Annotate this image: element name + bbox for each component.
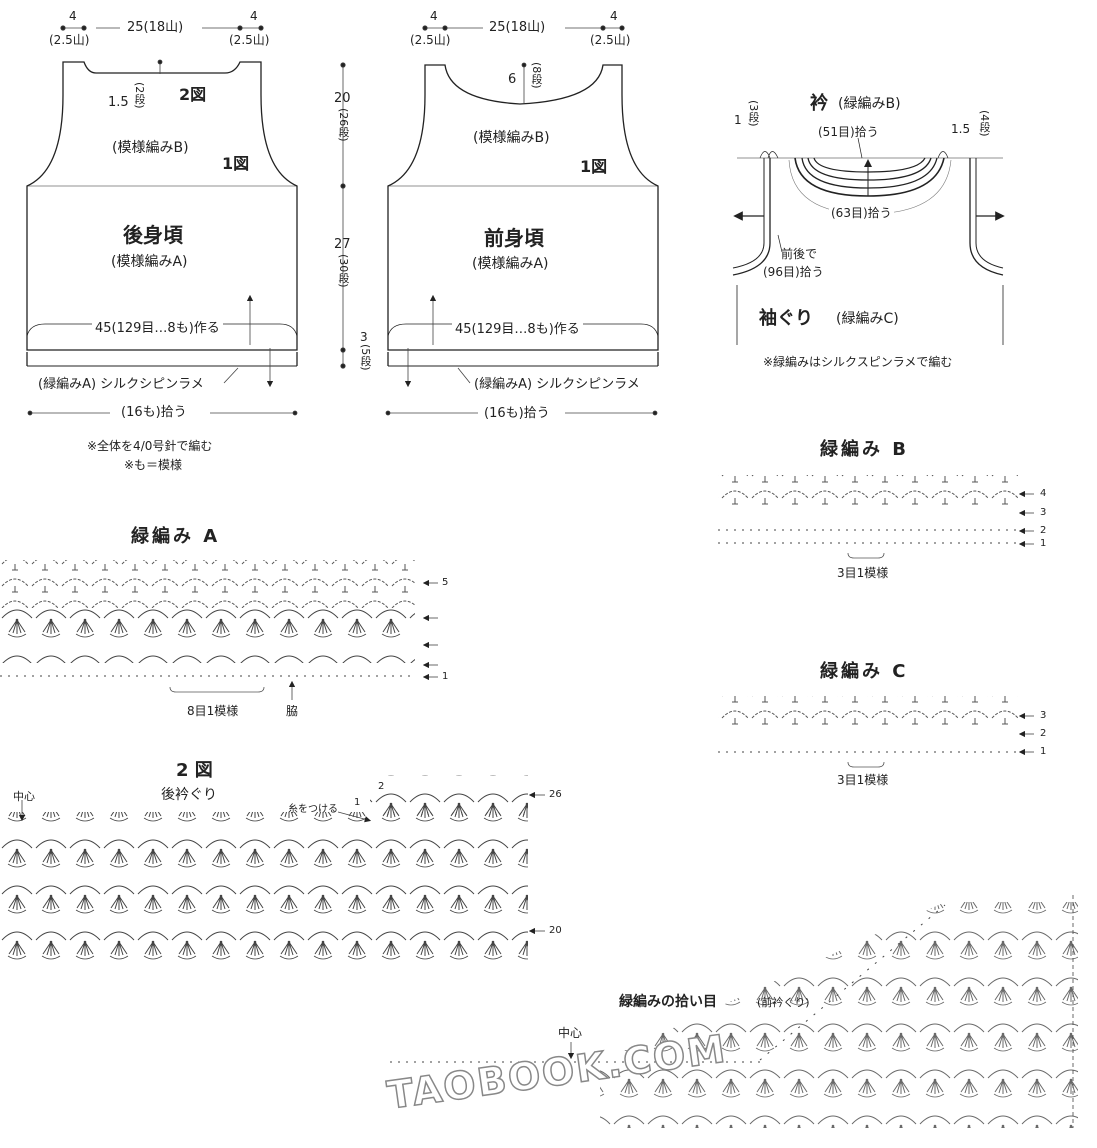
edging-b-row-1: 1 <box>1040 538 1047 549</box>
armhole-title-sub: (緑編みC) <box>836 311 899 327</box>
front-fig1-reference: 1図 <box>580 157 608 176</box>
fig2-reference: 2図 <box>179 85 207 104</box>
side-dim-bottom: 3 <box>360 330 368 344</box>
back-dimension-lines <box>27 25 298 416</box>
pickup-title: 緑編みの拾い目 <box>619 994 717 1010</box>
collar-title-sub: (緑編みB) <box>838 96 901 112</box>
front-dim-right: 4 <box>610 9 618 23</box>
edging-c-row-1: 1 <box>1040 746 1047 757</box>
front-bodice-outline <box>387 64 659 367</box>
edging-c-title: 緑編み C <box>820 661 909 682</box>
collar-right-dim: 1.5 <box>951 122 971 136</box>
back-bodice-title: 後身頃 <box>123 223 183 247</box>
back-dim-left: 4 <box>69 9 77 23</box>
edging-c-chart <box>718 696 1034 768</box>
note-needle: ※全体を4/0号針で編む <box>87 439 213 453</box>
back-neck-rows: (2段) <box>133 82 146 109</box>
back-dim-left-sub: (2.5山) <box>49 33 90 47</box>
fig2-mark-1: 1 <box>354 797 361 808</box>
back-fig1-reference: 1図 <box>222 154 250 173</box>
front-dim-left-sub: (2.5山) <box>410 33 451 47</box>
back-neck-drop: 1.5 <box>108 95 129 110</box>
back-edging: (緑編みA) シルクシピンラメ <box>38 377 204 392</box>
collar-schematic <box>732 137 1005 345</box>
side-dim-upper-rows: (26段) <box>337 108 350 142</box>
collar-inner-pick: (51目)拾う <box>818 125 879 139</box>
armhole-title: 袖ぐり <box>759 308 813 329</box>
front-neck-rows: (8段) <box>530 62 543 89</box>
back-cast-on: 45(129目…8も)作る <box>92 322 223 335</box>
side-dim-bottom-rows: (5段) <box>359 344 372 371</box>
front-neck-drop: 6 <box>508 72 517 87</box>
fig2-row-20: 20 <box>549 925 562 936</box>
fig2-mark-2: 2 <box>378 781 385 792</box>
collar-right-rows: (4段) <box>978 110 991 137</box>
edging-a-repeat: 8目1模様 <box>187 704 239 718</box>
edging-a-row-1: 1 <box>442 671 449 682</box>
side-dimension-line <box>340 62 346 369</box>
armhole-note-2: (96目)拾う <box>763 265 824 279</box>
front-pickup: (16も)拾う <box>484 406 550 421</box>
front-bodice-title: 前身頃 <box>484 226 544 250</box>
collar-title: 衿 <box>810 93 828 114</box>
fig2-title: 2 図 <box>176 760 213 781</box>
edging-a-side-mark: 脇 <box>286 704 299 718</box>
collar-yarn-note: ※緑編みはシルクスピンラメで編む <box>763 355 953 369</box>
armhole-note-1: 前後で <box>781 247 818 261</box>
side-dim-middle-rows: (30段) <box>337 254 350 288</box>
back-dim-middle: 25(18山) <box>127 20 184 35</box>
collar-left-rows: (3段) <box>747 100 760 127</box>
front-pattern-b: (模様編みB) <box>473 130 550 146</box>
back-pickup: (16も)拾う <box>121 405 187 420</box>
fig2-subtitle: 後衿ぐり <box>161 787 217 803</box>
front-dim-middle: 25(18山) <box>489 20 546 35</box>
back-pattern-b: (模様編みB) <box>112 140 189 156</box>
edging-b-title: 緑編み B <box>820 439 909 460</box>
front-edging: (緑編みA) シルクシピンラメ <box>474 377 640 392</box>
edging-a-chart <box>0 560 415 700</box>
edging-b-row-3: 3 <box>1040 507 1047 518</box>
pickup-chart <box>390 895 1078 1128</box>
edging-b-row-2: 2 <box>1040 525 1047 536</box>
pickup-center: 中心 <box>558 1026 583 1040</box>
collar-left-dim: 1 <box>734 113 742 127</box>
back-pattern-a: (模様編みA) <box>111 254 188 270</box>
front-cast-on: 45(129目…8も)作る <box>452 323 583 336</box>
fig2-attach-yarn: 糸をつける <box>288 804 338 815</box>
pickup-title-sub: (前衿ぐり) <box>757 996 810 1009</box>
edging-b-row-4: 4 <box>1040 488 1047 499</box>
edging-a-row-arrows <box>422 579 438 681</box>
front-pattern-a: (模様編みA) <box>472 256 549 272</box>
fig2-center: 中心 <box>13 790 35 803</box>
edging-b-chart <box>718 475 1034 559</box>
side-dim-upper: 20 <box>334 91 351 106</box>
back-dim-right: 4 <box>250 9 258 23</box>
fig2-chart <box>0 775 545 960</box>
edging-a-row-5: 5 <box>442 577 449 588</box>
front-dim-left: 4 <box>430 9 438 23</box>
edging-a-title: 緑編み A <box>131 526 221 547</box>
edging-c-row-3: 3 <box>1040 710 1047 721</box>
collar-outer-pick: (63目)拾う <box>829 206 894 220</box>
front-dim-right-sub: (2.5山) <box>590 33 631 47</box>
side-dim-middle: 27 <box>334 237 351 252</box>
fig2-row-26: 26 <box>549 789 562 800</box>
edging-b-repeat: 3目1模様 <box>837 566 889 580</box>
edging-c-repeat: 3目1模様 <box>837 773 889 787</box>
edging-c-row-2: 2 <box>1040 728 1047 739</box>
note-pattern-unit: ※も＝模様 <box>124 458 183 472</box>
back-dim-right-sub: (2.5山) <box>229 33 270 47</box>
front-dimension-lines <box>385 25 658 416</box>
